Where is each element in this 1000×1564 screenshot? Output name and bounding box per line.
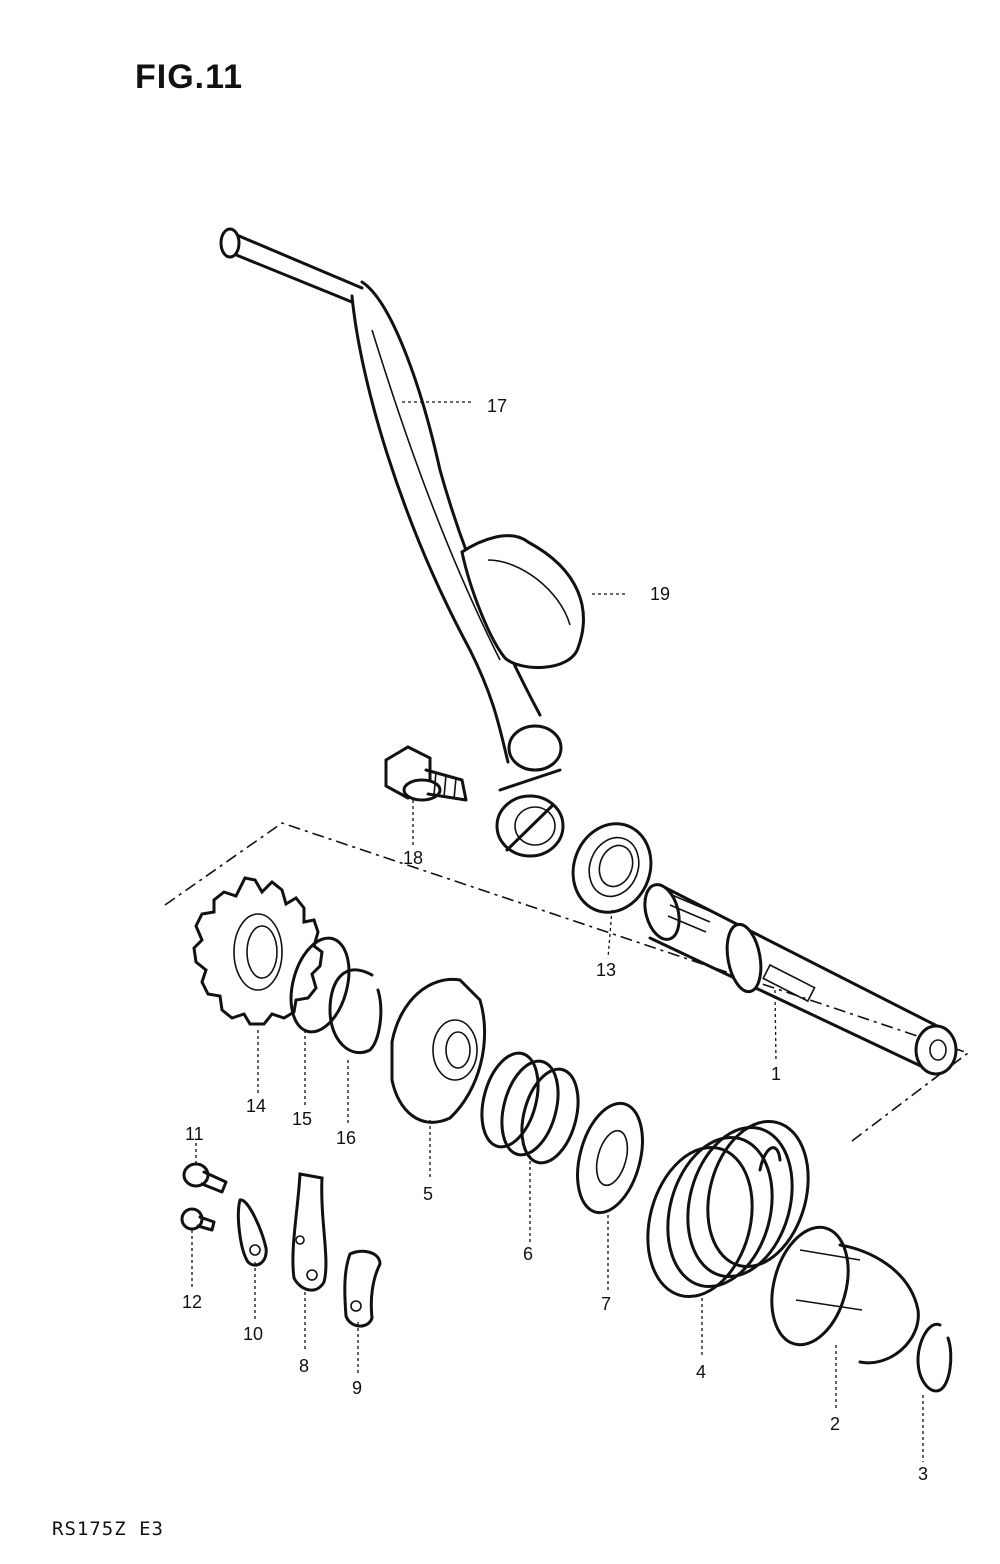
callout-3: 3 [918,1464,928,1484]
callout-8: 8 [299,1356,309,1376]
callout-14: 14 [246,1096,266,1116]
callout-9: 9 [352,1378,362,1398]
kick-starter-shaft [643,883,958,1076]
plate-9 [343,1249,382,1328]
kick-lever [219,227,565,858]
plate-10 [236,1198,268,1267]
callout-7: 7 [601,1294,611,1314]
spring-6 [480,1051,580,1165]
callout-2: 2 [830,1414,840,1434]
callout-17: 17 [487,396,507,416]
oil-seal [571,822,653,914]
bolt [384,745,468,802]
circlip-3 [916,1322,953,1393]
kick-gear [192,876,324,1026]
assembly-boundary [164,822,970,1145]
kick-guide [390,977,487,1124]
callout-11: 11 [185,1124,204,1144]
callout-18: 18 [403,848,423,868]
washer-7 [576,1101,644,1215]
callout-13: 13 [596,960,616,980]
plate-8 [291,1172,328,1292]
screw-12 [180,1207,216,1232]
spring-guide [770,1225,920,1365]
callout-6: 6 [523,1244,533,1264]
callout-1: 1 [771,1064,781,1084]
callout-labels: 17 19 18 13 1 14 15 16 5 6 7 4 2 3 11 12… [182,396,928,1484]
callout-15: 15 [292,1109,312,1129]
callout-5: 5 [423,1184,433,1204]
callout-4: 4 [696,1362,706,1382]
circlip-16 [328,968,383,1054]
callout-10: 10 [243,1324,263,1344]
callout-16: 16 [336,1128,356,1148]
return-spring [646,1119,810,1299]
leader-lines [191,401,924,1462]
washer-15 [289,936,351,1034]
screw-11 [182,1162,228,1194]
callout-19: 19 [650,584,670,604]
model-code-footer: RS175Z E3 [52,1518,164,1540]
callout-12: 12 [182,1292,202,1312]
figure-title: FIG.11 [135,58,244,96]
kick-lever-cover [460,534,585,669]
